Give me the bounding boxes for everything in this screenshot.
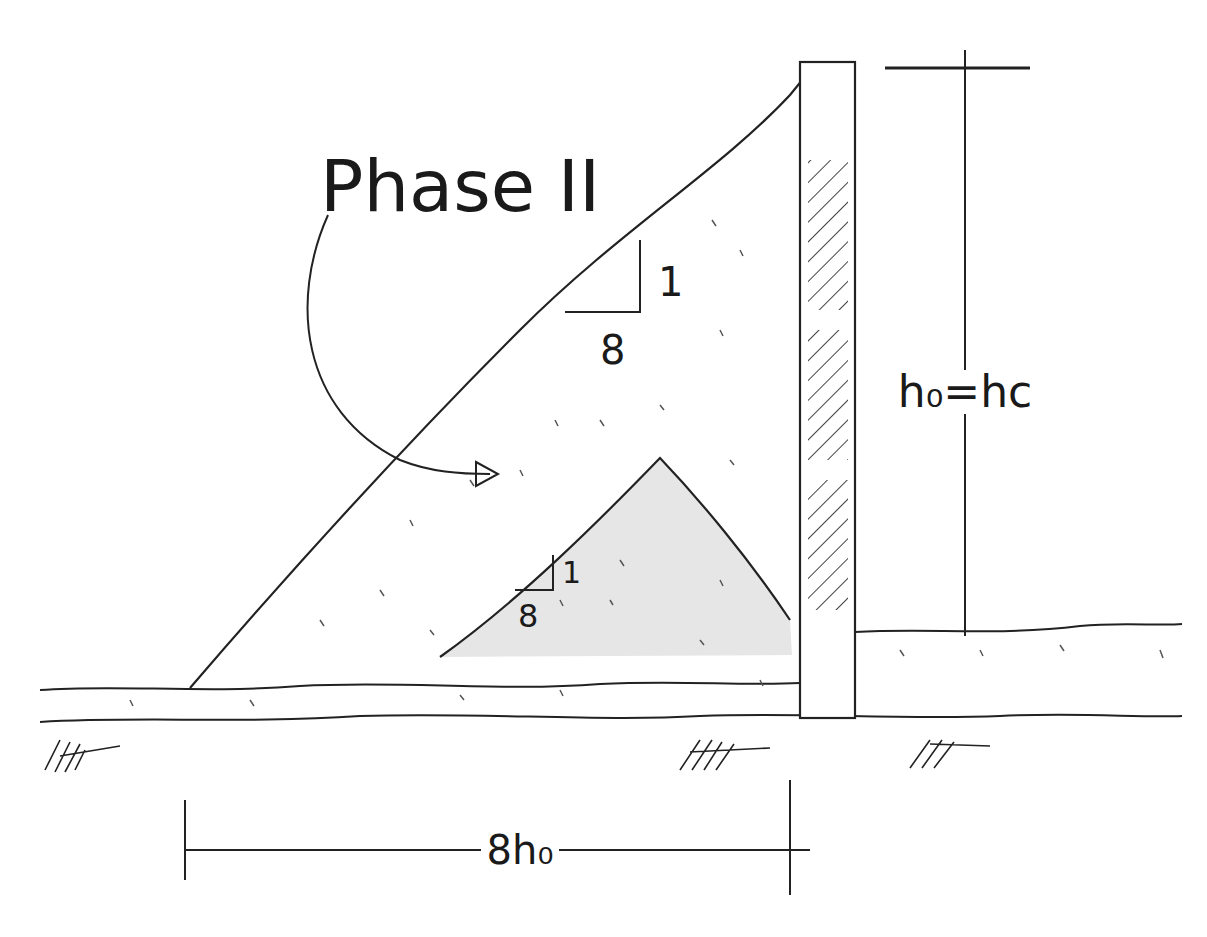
dimension-tick <box>885 67 1030 70</box>
ground-surface <box>40 683 800 690</box>
phase-two-slope <box>190 68 812 688</box>
phase-label: Phase II <box>320 150 600 222</box>
height-dimension: h₀=hc <box>892 370 1038 414</box>
slope-rise: 1 <box>658 262 683 302</box>
callout-arrow <box>308 215 490 474</box>
wall-hatch <box>808 480 848 610</box>
grass-tufts <box>45 740 990 772</box>
dimension-tick <box>184 800 186 880</box>
first-phase-outline <box>440 458 790 657</box>
soil-specks <box>130 220 1163 706</box>
ground-surface-right <box>855 624 1182 632</box>
arrowhead <box>476 462 498 486</box>
slope-marker <box>515 555 553 590</box>
first-phase-fill <box>440 458 792 657</box>
slope-rise: 1 <box>562 558 581 588</box>
wall-hatch <box>808 160 848 310</box>
slope-run: 8 <box>518 600 538 632</box>
base-line <box>40 715 1182 722</box>
slope-run: 8 <box>600 330 625 370</box>
wall-hatch <box>808 330 848 460</box>
wall <box>800 62 855 718</box>
base-dimension: 8h₀ <box>481 830 560 870</box>
dimension-line <box>964 50 966 636</box>
dimension-tick <box>789 780 791 895</box>
slope-marker <box>565 240 640 312</box>
